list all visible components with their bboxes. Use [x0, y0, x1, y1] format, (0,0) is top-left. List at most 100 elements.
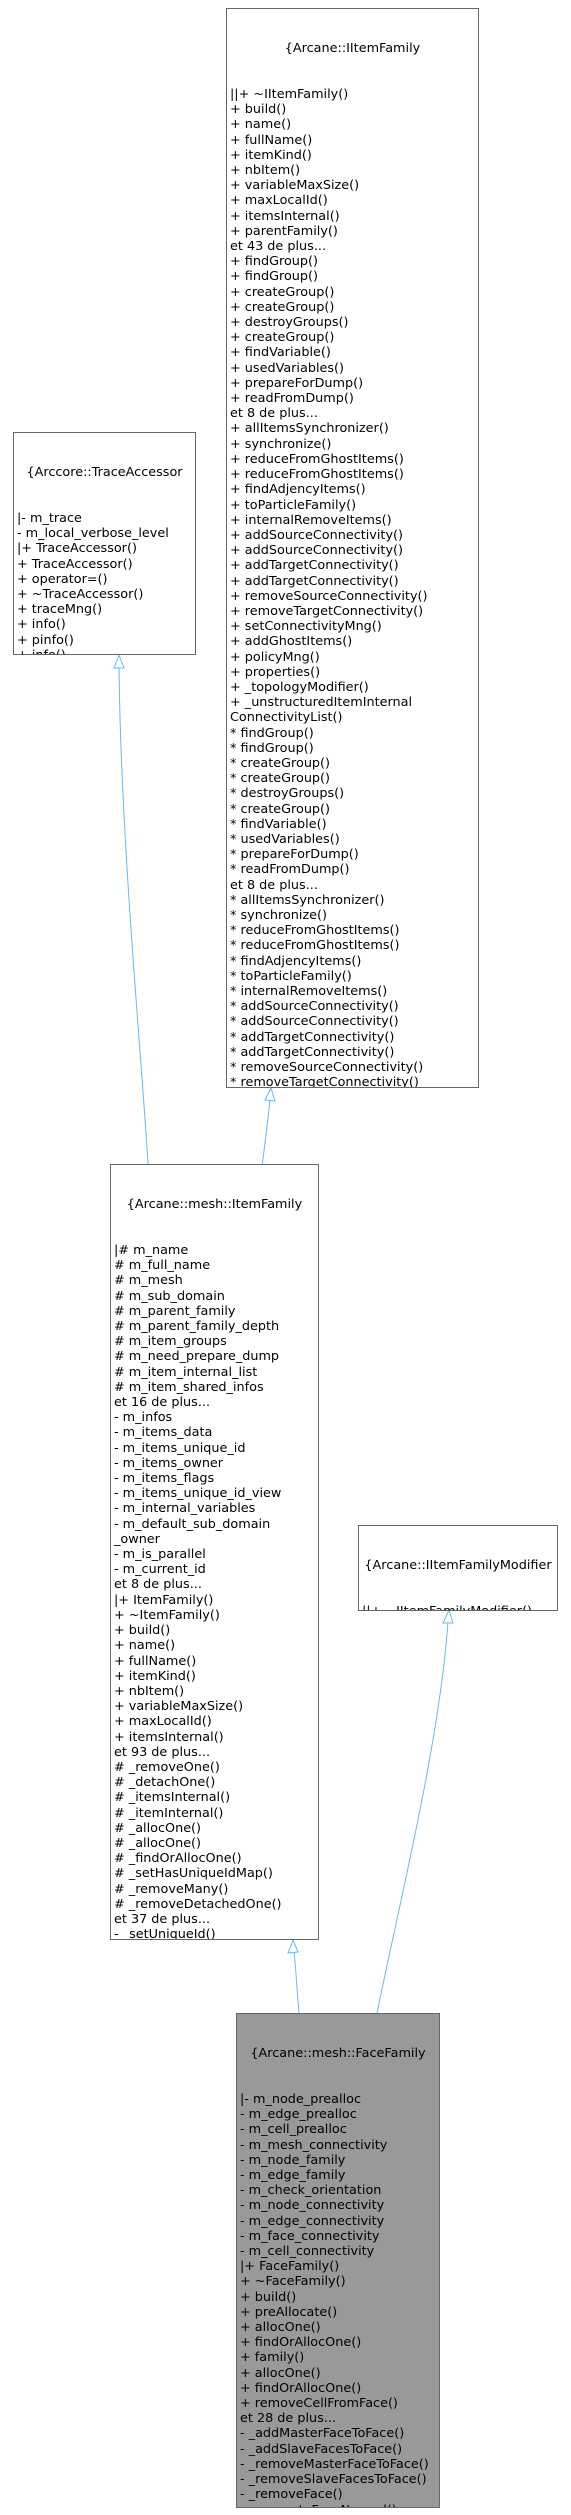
class-member-line: ||+ ~IItemFamily() [230, 87, 349, 103]
class-member-line: # m_mesh [114, 1273, 183, 1289]
class-member-line: # m_sub_domain [114, 1288, 225, 1304]
class-member-line: + policyMng() [230, 649, 320, 665]
class-member-line: |+ ItemFamily() [114, 1592, 214, 1608]
edge-facefamily-iitemfamilymodifier [376, 1620, 449, 2014]
class-member-line: + _unstructuredItemInternal [230, 695, 413, 711]
class-member-line: |+ FaceFamily() [240, 2259, 340, 2275]
class-member-line: * createGroup() [230, 771, 331, 787]
class-member-line: + maxLocalId() [114, 1714, 212, 1730]
class-node-iitemfamilymodifier[interactable]: {Arcane::IItemFamilyModifier ||+ ~IItemF… [358, 1525, 558, 1611]
class-member-line: et 93 de plus... [114, 1744, 211, 1760]
class-member-line: # _itemInternal() [114, 1805, 224, 1821]
class-member-line: + info() [17, 617, 66, 633]
class-member-line: * removeSourceConnectivity() [230, 1060, 424, 1076]
class-member-line: - m_edge_connectivity [240, 2213, 385, 2229]
class-member-line: + reduceFromGhostItems() [230, 467, 404, 483]
class-node-itemfamily[interactable]: {Arcane::mesh::ItemFamily |# m_name# m_f… [110, 1164, 319, 1940]
class-member-line: + parentFamily() [230, 223, 338, 239]
class-member-line: - m_items_unique_id [114, 1440, 246, 1456]
class-member-line: + readFromDump() [230, 391, 354, 407]
class-member-line: # _detachOne() [114, 1775, 216, 1791]
class-member-line: # m_item_shared_infos [114, 1379, 264, 1395]
class-member-line: + createGroup() [230, 330, 335, 346]
class-member-line: + addSourceConnectivity() [230, 543, 404, 559]
class-member-line: * allItemsSynchronizer() [230, 892, 385, 908]
class-member-line: + removeCellFromFace() [240, 2396, 398, 2412]
class-member-line: * reduceFromGhostItems() [230, 938, 400, 954]
class-member-line: et 8 de plus... [230, 406, 318, 422]
class-member-line: - m_items_unique_id_view [114, 1486, 282, 1502]
class-member-line: # _removeMany() [114, 1881, 229, 1897]
class-member-line: + addGhostItems() [230, 634, 353, 650]
class-member-line: - m_node_family [240, 2152, 346, 2168]
class-member-line: * createGroup() [230, 801, 331, 817]
arrowhead-iitemfamily [264, 1086, 276, 1102]
class-member-line: + fullName() [230, 132, 313, 148]
class-member-line: # m_item_internal_list [114, 1364, 258, 1380]
class-member-line: + findGroup() [230, 269, 319, 285]
class-member-line: - m_local_verbose_level [17, 526, 169, 542]
class-member-line: * destroyGroups() [230, 786, 345, 802]
class-member-line: _owner [114, 1531, 160, 1547]
class-member-line: + properties() [230, 664, 321, 680]
class-title: {Arcane::mesh::FaceFamily [250, 2046, 426, 2062]
class-member-line: + name() [114, 1638, 176, 1654]
class-member-line: + findVariable() [230, 345, 331, 361]
class-member-line: - m_face_connectivity [240, 2228, 380, 2244]
class-member-line: - m_cell_connectivity [240, 2244, 375, 2260]
class-member-line: # m_need_prepare_dump [114, 1349, 280, 1365]
class-member-line: + setConnectivityMng() [230, 619, 382, 635]
class-member-line: * addSourceConnectivity() [230, 999, 399, 1015]
class-member-line: + variableMaxSize() [230, 178, 360, 194]
class-member-line: # _removeDetachedOne() [114, 1896, 282, 1912]
class-member-line: # _allocOne() [114, 1820, 202, 1836]
class-member-line: - _addMasterFaceToFace() [240, 2426, 405, 2442]
class-member-line: + TraceAccessor() [17, 556, 133, 572]
class-member-line: # _removeOne() [114, 1759, 220, 1775]
class-member-line: * findAdjencyItems() [230, 953, 362, 969]
class-title: {Arccore::TraceAccessor [26, 465, 183, 481]
class-member-line: # _allocOne() [114, 1835, 202, 1851]
class-member-line: - m_internal_variables [114, 1501, 256, 1517]
class-member-line: + toParticleFamily() [230, 497, 357, 513]
class-node-facefamily[interactable]: {Arcane::mesh::FaceFamily |- m_node_prea… [236, 2013, 440, 2508]
class-member-line: - m_edge_prealloc [240, 2107, 357, 2123]
class-member-line: - _removeSlaveFacesToFace() [240, 2472, 427, 2488]
class-member-line: # m_parent_family_depth [114, 1319, 280, 1335]
class-member-line: + usedVariables() [230, 360, 345, 376]
class-member-line: + findOrAllocOne() [240, 2335, 362, 2351]
class-member-line: + info() [17, 648, 192, 654]
class-member-line: # m_full_name [114, 1258, 211, 1274]
class-member-line: * readFromDump() [230, 862, 350, 878]
class-member-line: - _computeFaceNormal() [240, 2503, 436, 2508]
class-member-line: - m_current_id [114, 1562, 206, 1578]
class-member-line: et 28 de plus... [240, 2411, 337, 2427]
class-member-line: * reduceFromGhostItems() [230, 923, 400, 939]
class-member-line: + synchronize() [230, 436, 332, 452]
class-member-line: + fullName() [114, 1653, 197, 1669]
class-member-line: + ~TraceAccessor() [17, 587, 144, 603]
class-member-line: * findGroup() [230, 725, 314, 741]
class-member-line: + addTargetConnectivity() [230, 573, 399, 589]
class-member-line: |+ TraceAccessor() [17, 541, 137, 557]
class-member-line: + allocOne() [240, 2320, 321, 2336]
class-member-line: + maxLocalId() [230, 193, 328, 209]
edge-facefamily-itemfamily [293, 1950, 300, 2014]
class-member-line: * synchronize() [230, 907, 328, 923]
class-member-line: + name() [230, 117, 292, 133]
class-member-line: + addSourceConnectivity() [230, 527, 404, 543]
class-member-line: - m_mesh_connectivity [240, 2137, 388, 2153]
class-member-line: |- m_node_prealloc [240, 2092, 361, 2108]
class-member-line: - m_is_parallel [114, 1547, 206, 1563]
class-node-traceaccessor[interactable]: {Arccore::TraceAccessor |- m_trace- m_lo… [13, 432, 196, 655]
class-member-line: # _itemsInternal() [114, 1790, 231, 1806]
class-member-line: - m_check_orientation [240, 2183, 382, 2199]
class-member-line: + destroyGroups() [230, 315, 349, 331]
class-title: {Arcane::IItemFamilyModifier [364, 1558, 552, 1574]
class-node-iitemfamily[interactable]: {Arcane::IItemFamily ||+ ~IItemFamily()+… [226, 8, 479, 1088]
class-member-line: + allocOne() [240, 2365, 321, 2381]
class-member-line: * findVariable() [230, 816, 327, 832]
class-member-line: - _removeMasterFaceToFace() [240, 2456, 429, 2472]
class-member-line: + variableMaxSize() [114, 1699, 244, 1715]
class-member-line: * removeTargetConnectivity() [230, 1075, 419, 1088]
